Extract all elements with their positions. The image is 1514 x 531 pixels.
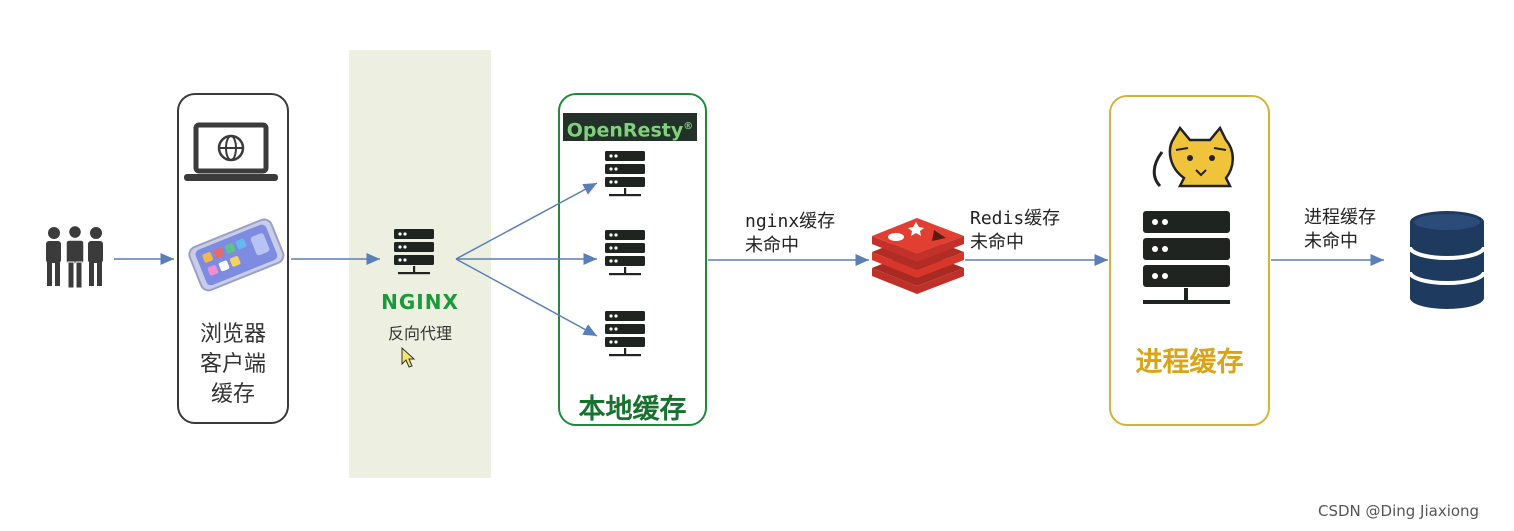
nginx-miss-label: nginx缓存 未命中	[745, 210, 835, 258]
phone-icon	[188, 218, 285, 292]
jvm-cache-label: 进程缓存	[1135, 347, 1244, 378]
edge-arrows	[114, 182, 1384, 337]
client-box	[177, 93, 289, 424]
process-miss-line-1: 进程缓存	[1304, 207, 1376, 228]
nginx-miss-line-1: nginx缓存	[745, 211, 836, 232]
nginx-to-openresty-1-arrow	[455, 182, 598, 260]
nginx-to-openresty-3-arrow	[455, 258, 598, 337]
openresty-logo-mark: ®	[683, 121, 694, 132]
redis-miss-line-1: Redis缓存	[970, 208, 1061, 229]
nginx-server-icon	[394, 229, 434, 275]
nginx-miss-line-2: 未命中	[745, 235, 799, 256]
redis-miss-line-2: 未命中	[970, 232, 1024, 253]
openresty-logo: OpenResty®	[563, 113, 697, 141]
jvm-box	[1109, 95, 1270, 426]
cursor-icon	[401, 346, 416, 368]
client-label: 浏览器 客户端 缓存	[177, 320, 289, 410]
openresty-server-1-icon	[605, 151, 645, 197]
watermark: CSDN @Ding Jiaxiong	[1318, 502, 1480, 520]
openresty-server-2-icon	[605, 230, 645, 276]
process-miss-line-2: 未命中	[1304, 231, 1358, 252]
redis-miss-label: Redis缓存 未命中	[970, 207, 1060, 255]
tomcat-icon	[1152, 125, 1234, 188]
redis-icon	[872, 218, 964, 294]
nginx-label: 反向代理	[387, 324, 452, 343]
nginx-logo: NGINX	[381, 290, 459, 314]
client-label-line-2: 客户端	[199, 352, 266, 377]
users-icon	[46, 224, 103, 289]
database-icon	[1408, 211, 1486, 309]
client-label-line-1: 浏览器	[199, 322, 266, 347]
openresty-server-3-icon	[605, 311, 645, 357]
local-cache-label: 本地缓存	[578, 394, 687, 425]
laptop-icon	[184, 122, 278, 181]
openresty-logo-text: OpenResty	[566, 119, 684, 142]
process-miss-label: 进程缓存 未命中	[1304, 206, 1376, 254]
client-label-line-3: 缓存	[210, 382, 255, 407]
jvm-server-icon	[1143, 211, 1230, 304]
